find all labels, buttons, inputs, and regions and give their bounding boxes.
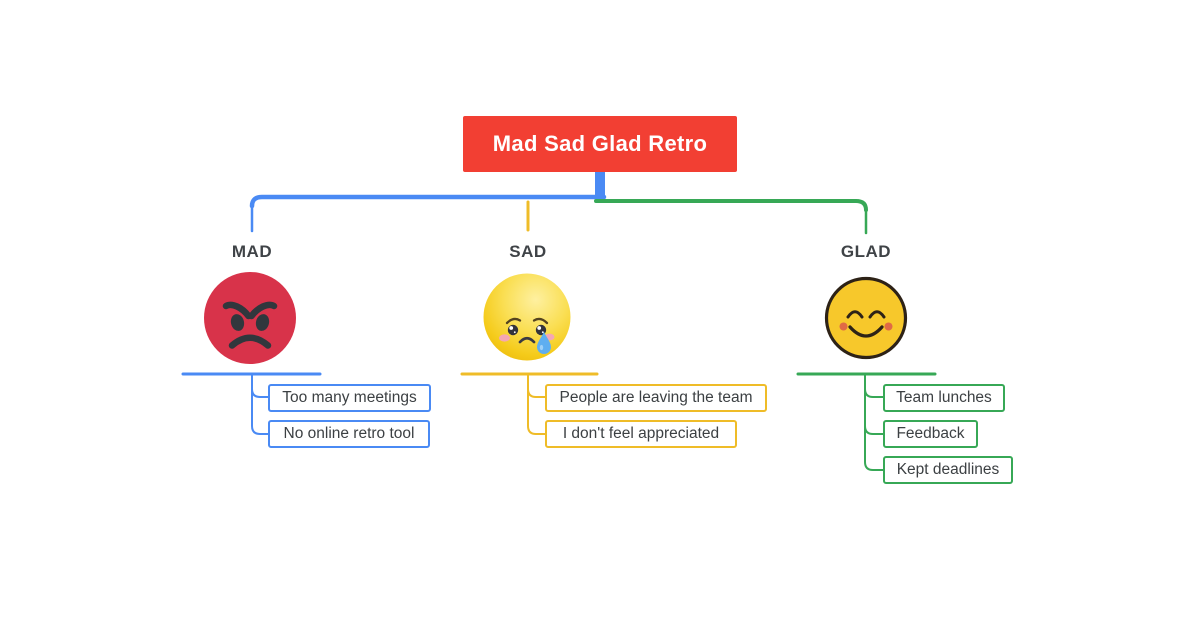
glad-leaf-connector-3 xyxy=(864,373,884,471)
sad-branch-label[interactable]: SAD xyxy=(509,242,547,261)
leaf-node-sad-2[interactable]: I don't feel appreciated xyxy=(545,420,737,448)
sad-crying-face-icon[interactable] xyxy=(483,273,571,361)
sad-leaf-connector-2 xyxy=(527,373,546,435)
leaf-node-glad-1[interactable]: Team lunches xyxy=(883,384,1005,412)
sad-leaf-connector-1 xyxy=(527,373,546,398)
angry-face-icon[interactable] xyxy=(204,272,296,364)
mad-branch-label[interactable]: MAD xyxy=(231,242,273,261)
leaf-node-mad-2[interactable]: No online retro tool xyxy=(268,420,430,448)
leaf-node-mad-1[interactable]: Too many meetings xyxy=(268,384,431,412)
mad-branch-line xyxy=(249,194,607,209)
mad-leaf-connector-1 xyxy=(251,373,269,398)
glad-branch-label[interactable]: GLAD xyxy=(840,242,892,261)
leaf-node-sad-1[interactable]: People are leaving the team xyxy=(545,384,767,412)
happy-face-icon[interactable] xyxy=(824,276,908,360)
root-node[interactable]: Mad Sad Glad Retro xyxy=(463,116,737,172)
glad-branch-line xyxy=(594,199,868,212)
leaf-node-glad-2[interactable]: Feedback xyxy=(883,420,978,448)
glad-leaf-connector-1 xyxy=(864,373,884,398)
mad-leaf-connector-2 xyxy=(251,373,269,435)
glad-leaf-connector-2 xyxy=(864,373,884,435)
leaf-node-glad-3[interactable]: Kept deadlines xyxy=(883,456,1013,484)
